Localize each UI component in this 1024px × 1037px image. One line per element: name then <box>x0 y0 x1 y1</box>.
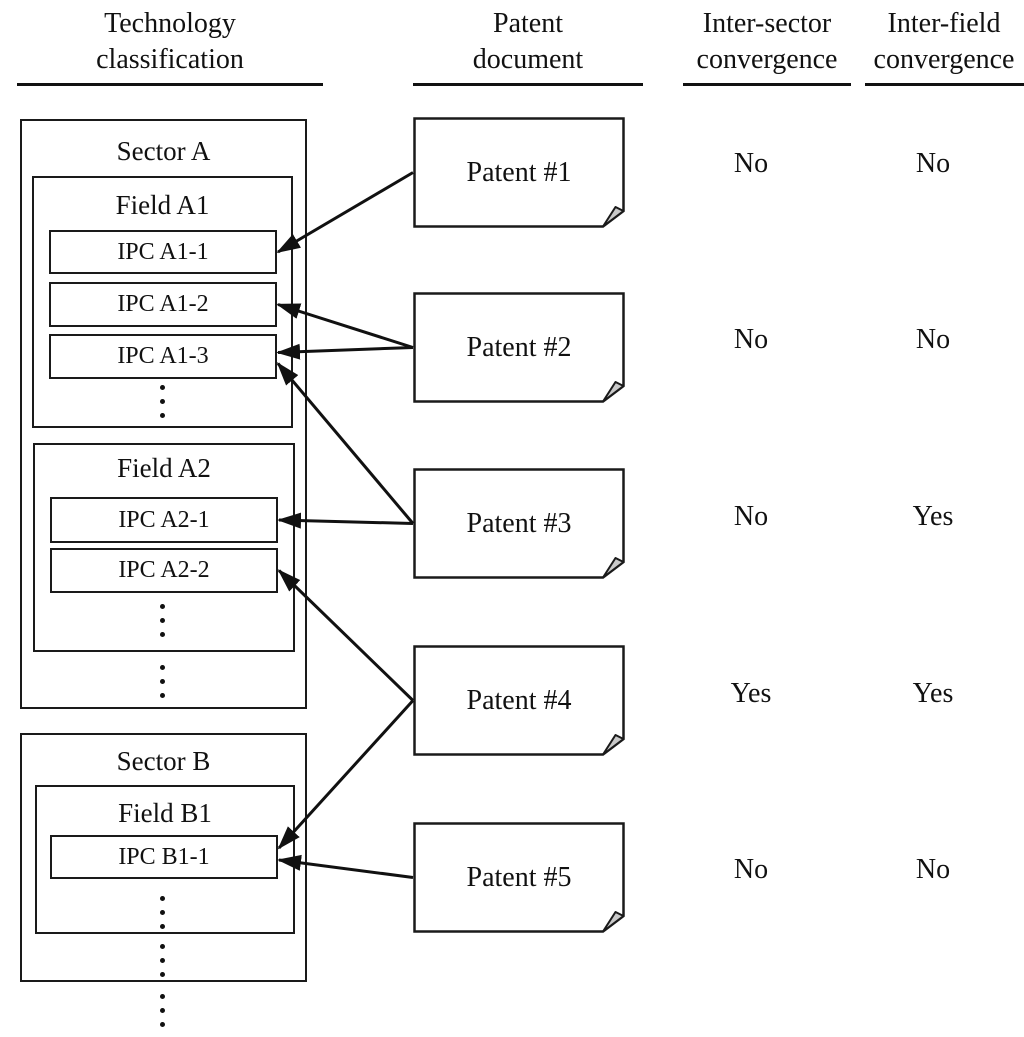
ellipsis-sector-a <box>160 665 166 698</box>
folded-corner-icon <box>602 206 625 228</box>
header-inter-sector-line1: Inter-sector <box>702 8 832 39</box>
sector-b-label: Sector B <box>116 746 211 776</box>
field-a1-box <box>32 176 293 428</box>
inter-sector-value-patent-3: No <box>733 501 769 532</box>
header-patent-document: Patent document <box>413 6 643 78</box>
inter-sector-value-patent-1: No <box>733 148 769 179</box>
ipc-a2-2-label: IPC A2-2 <box>118 557 210 583</box>
patent-3: Patent #3 <box>413 468 625 579</box>
field-b1-label: Field B1 <box>118 798 212 828</box>
inter-sector-value-patent-2: No <box>733 324 769 355</box>
header-inter-sector-line2: convergence <box>696 44 838 75</box>
technology-underline <box>17 83 323 86</box>
inter-field-value-patent-2: No <box>915 324 951 355</box>
inter-field-value-patent-3: Yes <box>912 501 954 532</box>
inter-field-value-patent-4: Yes <box>912 678 954 709</box>
patent-4-label: Patent #4 <box>466 684 572 716</box>
folded-corner-icon <box>602 734 625 756</box>
ipc-b1-1: IPC B1-1 <box>50 835 278 879</box>
inter-sector-value-patent-5: No <box>733 854 769 885</box>
patent-5-label: Patent #5 <box>466 861 572 893</box>
sector-a-label: Sector A <box>116 136 211 166</box>
ellipsis-sector-b <box>160 944 166 977</box>
patent-underline <box>413 83 643 86</box>
field-a2-label: Field A2 <box>117 453 211 483</box>
ipc-a2-2: IPC A2-2 <box>50 548 278 593</box>
header-inter-sector: Inter-sector convergence <box>667 6 867 78</box>
document-icon <box>413 292 625 403</box>
patent-5: Patent #5 <box>413 822 625 933</box>
field-a1-label: Field A1 <box>115 190 210 220</box>
inter-sector-underline <box>683 83 851 86</box>
header-technology-line2: classification <box>96 44 244 75</box>
ellipsis-field-a1 <box>160 385 166 418</box>
inter-field-value-patent-1: No <box>915 148 951 179</box>
ellipsis-field-b1 <box>160 896 166 929</box>
patent-2-label: Patent #2 <box>466 331 572 363</box>
document-icon <box>413 645 625 756</box>
folded-corner-icon <box>602 381 625 403</box>
ipc-b1-1-label: IPC B1-1 <box>118 843 210 870</box>
header-inter-field-line2: convergence <box>873 44 1015 75</box>
ipc-a2-1-label: IPC A2-1 <box>118 506 210 533</box>
patent-1-label: Patent #1 <box>466 156 572 188</box>
sector-b-box <box>20 733 307 982</box>
ipc-a1-2: IPC A1-2 <box>49 282 277 327</box>
inter-sector-value-patent-4: Yes <box>730 678 772 709</box>
header-inter-field: Inter-field convergence <box>848 6 1024 78</box>
header-patent-line2: document <box>472 44 584 75</box>
patent-4: Patent #4 <box>413 645 625 756</box>
ellipsis-more-sectors <box>160 994 166 1027</box>
ipc-a1-1-label: IPC A1-1 <box>117 238 209 265</box>
header-technology-line1: Technology <box>104 8 236 39</box>
inter-field-underline <box>865 83 1024 86</box>
folded-corner-icon <box>602 911 625 933</box>
field-a2-box <box>33 443 295 652</box>
ellipsis-field-a2 <box>160 604 166 637</box>
folded-corner-icon <box>602 557 625 579</box>
ipc-a1-3: IPC A1-3 <box>49 334 277 379</box>
ipc-a2-1: IPC A2-1 <box>50 497 278 543</box>
patent-1: Patent #1 <box>413 117 625 228</box>
document-icon <box>413 822 625 933</box>
patent-3-label: Patent #3 <box>466 507 572 539</box>
inter-field-value-patent-5: No <box>915 854 951 885</box>
ipc-a1-2-label: IPC A1-2 <box>117 291 209 317</box>
patent-2: Patent #2 <box>413 292 625 403</box>
document-icon <box>413 117 625 228</box>
header-technology-classification: Technology classification <box>16 6 324 78</box>
ipc-a1-1: IPC A1-1 <box>49 230 277 274</box>
header-inter-field-line1: Inter-field <box>887 8 1001 39</box>
ipc-a1-3-label: IPC A1-3 <box>117 343 209 369</box>
document-icon <box>413 468 625 579</box>
header-patent-line1: Patent <box>493 8 563 39</box>
